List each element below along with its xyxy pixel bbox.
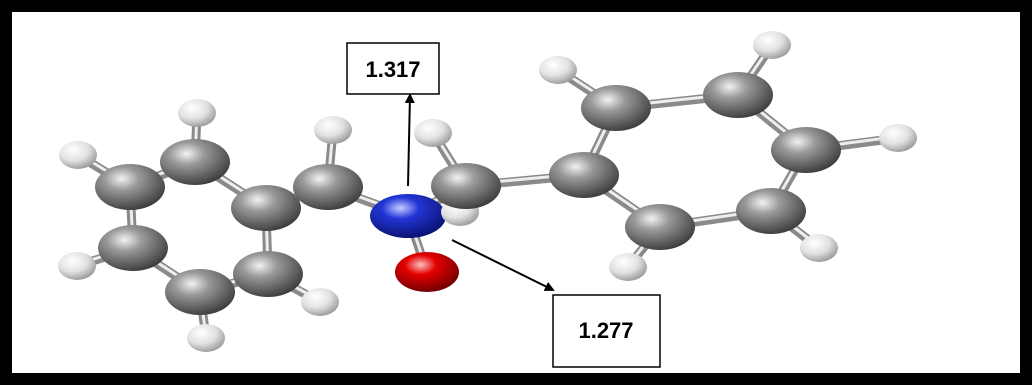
hydrogen-atom (58, 252, 96, 280)
oxygen-atom (395, 252, 459, 292)
hydrogen-atom (609, 253, 647, 281)
hydrogen-atom (314, 116, 352, 144)
hydrogen-atom (301, 288, 339, 316)
carbon-atom (703, 72, 773, 118)
atoms-layer (58, 31, 917, 352)
carbon-atom (431, 163, 501, 209)
label-box-cn (346, 42, 440, 95)
carbon-atom (165, 269, 235, 315)
carbon-atom (293, 164, 363, 210)
hydrogen-atom (539, 56, 577, 84)
label-box-no (552, 294, 661, 368)
hydrogen-atom (59, 141, 97, 169)
label-text-cn: 1.317 (365, 57, 420, 82)
carbon-atom (549, 152, 619, 198)
nitrogen-atom (370, 194, 446, 238)
carbon-atom (95, 164, 165, 210)
hydrogen-atom (879, 124, 917, 152)
carbon-atom (581, 85, 651, 131)
bond-length-label-cn: 1.317 (346, 42, 440, 187)
carbon-atom (160, 139, 230, 185)
hydrogen-atom (753, 31, 791, 59)
hydrogen-atom (800, 234, 838, 262)
arrow-no (451, 239, 555, 291)
carbon-atom (231, 185, 301, 231)
carbon-atom (233, 251, 303, 297)
hydrogen-atom (414, 119, 452, 147)
hydrogen-atom (178, 99, 216, 127)
arrow-cn (404, 93, 415, 187)
carbon-atom (98, 225, 168, 271)
carbon-atom (771, 127, 841, 173)
carbon-atom (736, 188, 806, 234)
bond-length-label-no: 1.277 (451, 239, 661, 368)
carbon-atom (625, 204, 695, 250)
label-text-no: 1.277 (578, 318, 633, 343)
hydrogen-atom (187, 324, 225, 352)
